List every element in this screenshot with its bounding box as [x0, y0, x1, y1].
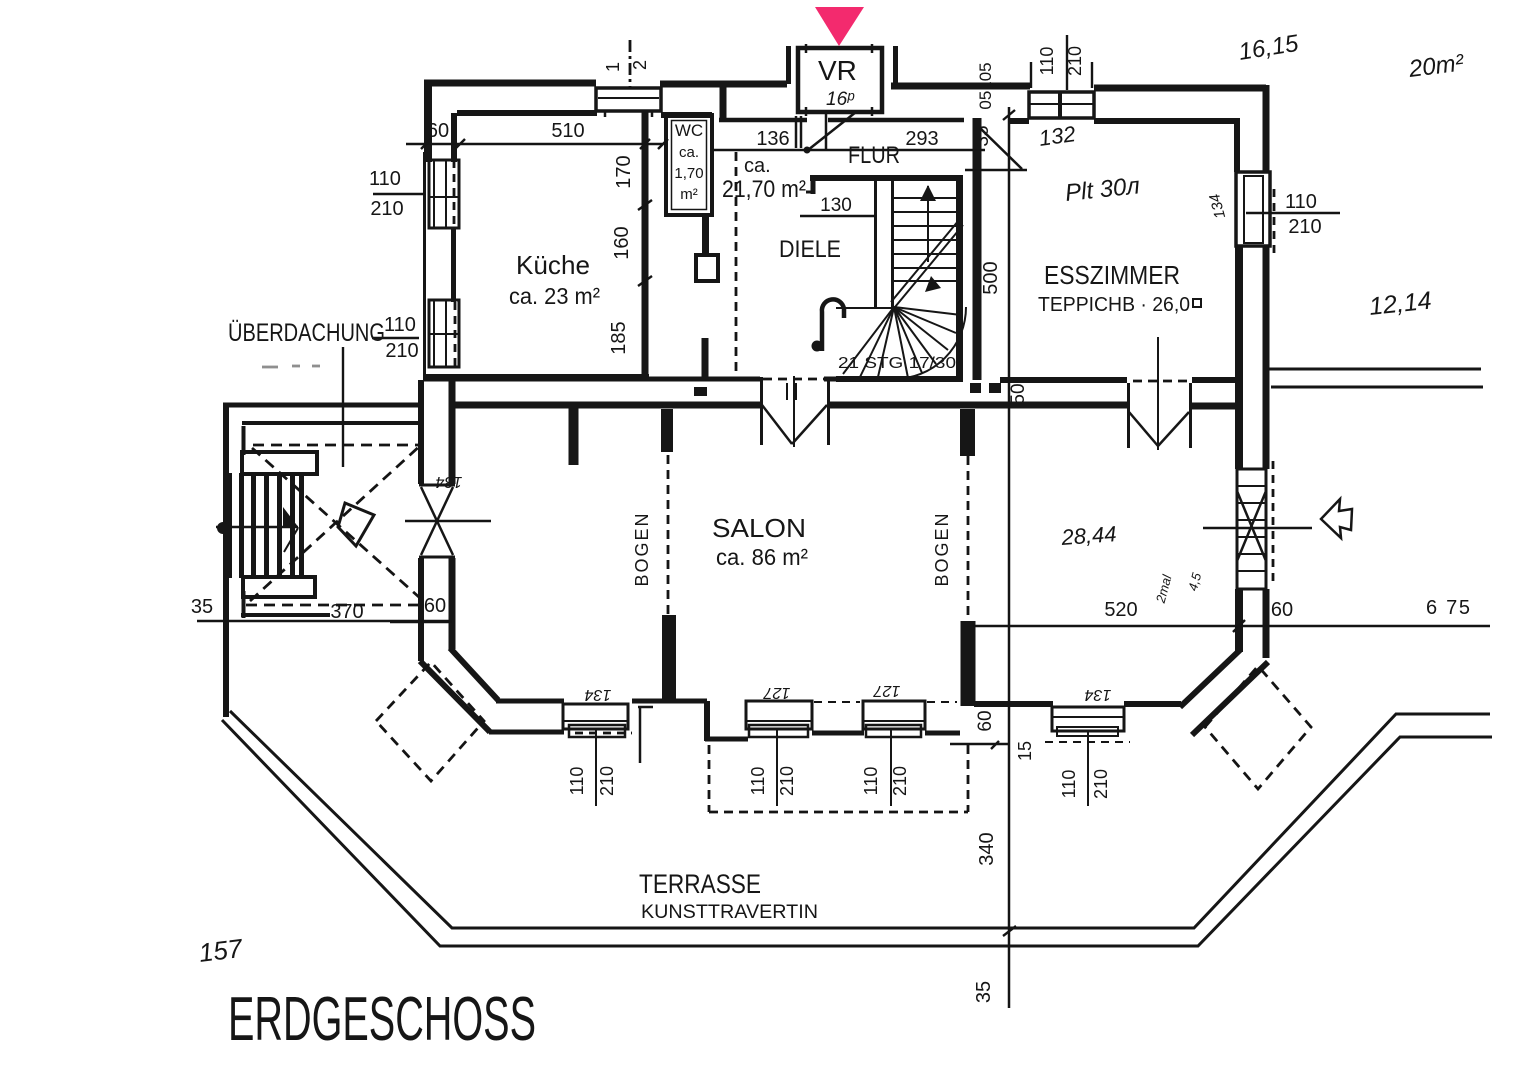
svg-text:160: 160 — [611, 226, 633, 259]
svg-text:110: 110 — [861, 767, 881, 796]
svg-text:21,70 m²: 21,70 m² — [722, 176, 806, 203]
svg-text:ca. 23 m²: ca. 23 m² — [509, 283, 600, 309]
svg-text:110: 110 — [369, 168, 401, 190]
svg-text:132: 132 — [1037, 121, 1077, 151]
svg-text:60: 60 — [424, 595, 446, 617]
svg-text:FLUR: FLUR — [848, 142, 900, 169]
svg-text:510: 510 — [551, 120, 584, 142]
svg-text:BOGEN: BOGEN — [632, 511, 652, 586]
svg-text:TERRASSE: TERRASSE — [639, 869, 761, 899]
svg-text:520: 520 — [1104, 599, 1137, 621]
svg-text:6 75: 6 75 — [1426, 597, 1470, 619]
svg-text:210: 210 — [890, 766, 910, 796]
svg-text:293: 293 — [905, 128, 938, 150]
svg-text:370: 370 — [330, 601, 363, 623]
svg-text:ÜBERDACHUNG: ÜBERDACHUNG — [228, 319, 385, 347]
svg-text:m²: m² — [680, 186, 698, 203]
svg-text:ca.: ca. — [744, 155, 771, 177]
svg-text:4,5: 4,5 — [1185, 570, 1204, 592]
svg-text:2: 2 — [630, 60, 650, 70]
svg-text:110: 110 — [1059, 770, 1079, 799]
svg-text:210: 210 — [370, 198, 403, 220]
svg-text:340: 340 — [976, 832, 998, 865]
svg-text:130: 130 — [820, 195, 852, 216]
svg-text:210: 210 — [1091, 769, 1111, 799]
svg-text:28,44: 28,44 — [1060, 521, 1118, 550]
svg-text:127: 127 — [763, 684, 791, 701]
svg-text:134: 134 — [585, 686, 612, 703]
svg-text:157: 157 — [197, 933, 245, 968]
svg-text:127: 127 — [873, 682, 901, 699]
svg-text:134: 134 — [1206, 192, 1229, 221]
svg-text:VR: VR — [818, 55, 857, 86]
svg-text:185: 185 — [608, 321, 630, 354]
svg-text:KUNSTTRAVERTIN: KUNSTTRAVERTIN — [641, 902, 818, 923]
svg-text:210: 210 — [1065, 46, 1085, 76]
svg-text:134: 134 — [436, 473, 463, 490]
svg-text:Küche: Küche — [516, 250, 590, 280]
svg-text:15: 15 — [1015, 741, 1035, 761]
svg-text:110: 110 — [748, 767, 768, 796]
svg-text:110: 110 — [1285, 191, 1317, 213]
svg-text:110: 110 — [1037, 47, 1057, 76]
svg-text:ca.: ca. — [679, 144, 699, 161]
svg-text:170: 170 — [613, 155, 635, 188]
svg-text:136: 136 — [756, 128, 789, 150]
svg-text:134: 134 — [1085, 686, 1112, 703]
svg-text:1: 1 — [603, 62, 623, 72]
svg-text:TEPPICHB · 26,0: TEPPICHB · 26,0 — [1038, 294, 1190, 316]
svg-text:DIELE: DIELE — [779, 236, 841, 263]
svg-text:210: 210 — [385, 340, 418, 362]
svg-text:60: 60 — [975, 710, 996, 731]
svg-text:50: 50 — [1008, 383, 1029, 404]
svg-text:35: 35 — [972, 125, 993, 146]
svg-text:BOGEN: BOGEN — [932, 511, 952, 586]
svg-text:500: 500 — [980, 261, 1002, 294]
svg-text:05105: 05105 — [976, 62, 995, 109]
svg-text:60: 60 — [427, 120, 449, 142]
svg-text:ca. 86 m²: ca. 86 m² — [716, 544, 808, 570]
svg-text:WC: WC — [675, 121, 703, 140]
svg-text:110: 110 — [567, 767, 587, 796]
svg-text:35: 35 — [191, 596, 213, 618]
svg-text:21 STG 17/30: 21 STG 17/30 — [838, 355, 956, 372]
svg-text:ERDGESCHOSS: ERDGESCHOSS — [228, 985, 536, 1054]
svg-text:12,14: 12,14 — [1368, 287, 1433, 321]
svg-text:35: 35 — [973, 981, 995, 1003]
svg-text:210: 210 — [597, 766, 617, 796]
svg-text:ESSZIMMER: ESSZIMMER — [1044, 260, 1180, 290]
svg-text:1,70: 1,70 — [674, 165, 703, 182]
svg-text:16ᵖ: 16ᵖ — [826, 89, 855, 110]
svg-text:60: 60 — [1271, 599, 1293, 621]
svg-text:110: 110 — [384, 314, 416, 336]
svg-text:210: 210 — [777, 766, 797, 796]
svg-text:SALON: SALON — [712, 513, 806, 543]
svg-text:210: 210 — [1288, 216, 1321, 238]
